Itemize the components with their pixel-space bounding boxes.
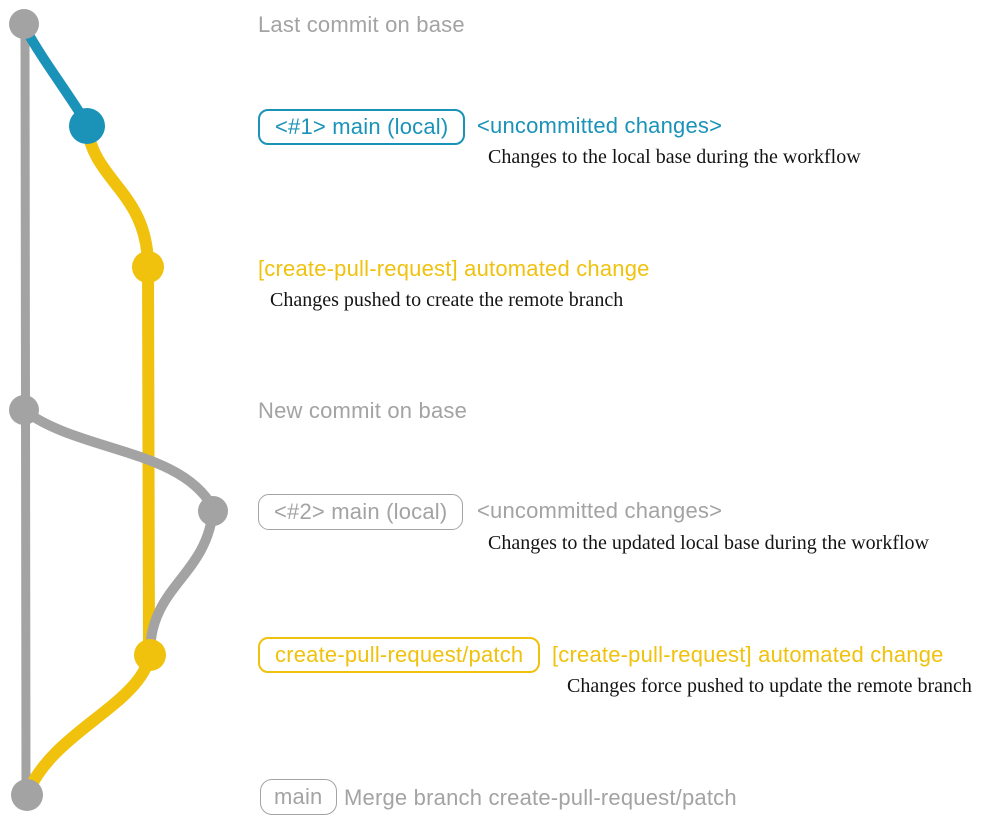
- annotation-automated-change-1: [create-pull-request] automated change: [258, 256, 650, 281]
- branch-badge-main-label: main: [260, 779, 337, 815]
- commit-dot-local-2: [198, 496, 228, 526]
- annotation-new-commit-on-base: New commit on base: [258, 398, 468, 423]
- branch-badge-patch-label: create-pull-request/patch: [258, 637, 541, 673]
- local-2-to-patch-line: [145, 506, 218, 657]
- annotation-merge-branch: Merge branch create-pull-request/patch: [344, 785, 737, 810]
- commit-dot-local-1: [69, 108, 105, 144]
- patch-branch-upper-line: [81, 121, 154, 271]
- branch-badge-main-local-1-label: <#1> main (local): [258, 109, 466, 145]
- branch-badge-patch: create-pull-request/patch: [258, 637, 541, 673]
- annotation-uncommitted-changes-1: <uncommitted changes>: [477, 113, 723, 138]
- patch-merge-line: [22, 649, 156, 798]
- commit-dot-last-base: [9, 9, 39, 39]
- description-push-create-remote-branch: Changes pushed to create the remote bran…: [270, 289, 624, 311]
- branch-badge-main-local-2: <#2> main (local): [258, 494, 464, 530]
- branch-badge-main: main: [260, 779, 337, 815]
- commit-dot-patch-2: [134, 639, 166, 671]
- annotation-last-commit-on-base: Last commit on base: [258, 12, 465, 37]
- base-to-local-2-line: [20, 406, 218, 513]
- local-main-1-line: [20, 23, 92, 129]
- commit-dot-patch-1: [132, 251, 164, 283]
- branch-badge-main-local-2-label: <#2> main (local): [258, 494, 464, 530]
- description-local-base-changes-2: Changes to the updated local base during…: [488, 532, 929, 554]
- annotation-uncommitted-changes-2: <uncommitted changes>: [477, 498, 723, 523]
- description-local-base-changes-1: Changes to the local base during the wor…: [488, 146, 861, 168]
- commit-dot-new-base: [9, 395, 39, 425]
- branch-badge-main-local-1: <#1> main (local): [258, 109, 466, 145]
- commit-dot-merge: [11, 779, 43, 811]
- description-force-push-update-remote-branch: Changes force pushed to update the remot…: [567, 675, 972, 697]
- git-graph: [9, 9, 228, 811]
- annotation-automated-change-2: [create-pull-request] automated change: [552, 642, 944, 667]
